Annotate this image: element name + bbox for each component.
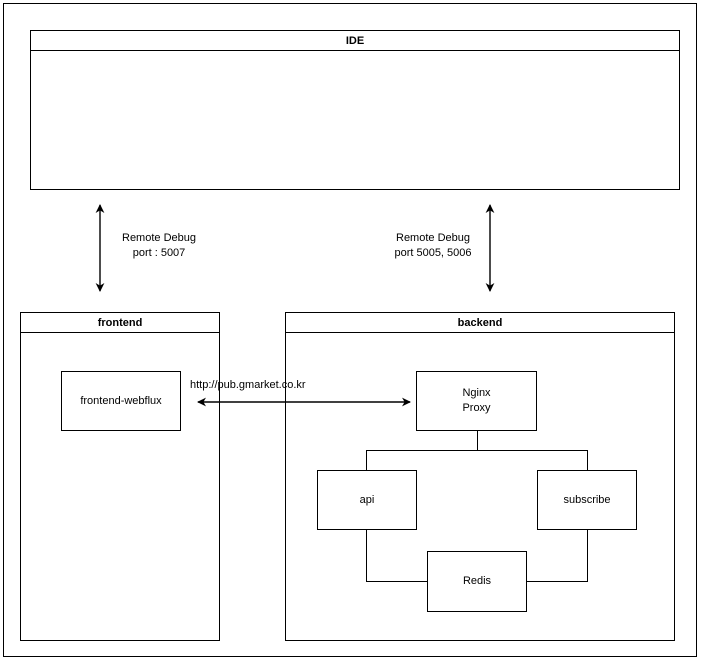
connector-bus-horizontal — [366, 450, 587, 451]
container-backend-title: backend — [286, 313, 674, 333]
node-api[interactable]: api — [317, 470, 417, 530]
connector-subscribe-to-redis-horizontal — [527, 581, 588, 582]
container-frontend-title: frontend — [21, 313, 219, 333]
container-ide-title: IDE — [31, 31, 679, 51]
connector-nginx-to-bus — [477, 431, 478, 451]
node-frontend-webflux[interactable]: frontend-webflux — [61, 371, 181, 431]
page-border — [3, 3, 697, 657]
container-ide[interactable]: IDE — [30, 30, 680, 190]
label-remote-debug-backend: Remote Debug port 5005, 5006 — [394, 232, 472, 259]
label-public-url: http://pub.gmarket.co.kr — [190, 379, 306, 391]
node-nginx-proxy[interactable]: Nginx Proxy — [416, 371, 537, 431]
connector-bus-to-api — [366, 450, 367, 470]
connector-subscribe-to-redis-vertical — [587, 530, 588, 581]
container-frontend[interactable]: frontend — [20, 312, 220, 641]
connector-bus-to-subscribe — [587, 450, 588, 470]
connector-api-to-redis-horizontal — [366, 581, 427, 582]
label-remote-debug-frontend: Remote Debug port : 5007 — [122, 232, 196, 259]
node-redis[interactable]: Redis — [427, 551, 527, 612]
node-subscribe[interactable]: subscribe — [537, 470, 637, 530]
connector-api-to-redis-vertical — [366, 530, 367, 581]
